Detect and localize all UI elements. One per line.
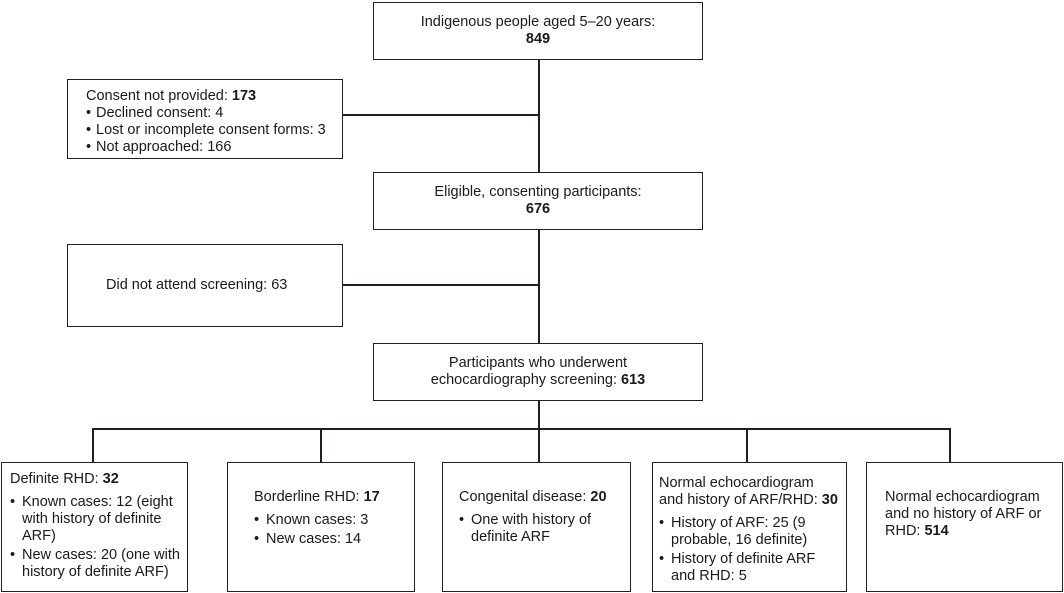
definite-rhd-list: Known cases: 12 (eight with history of d… (10, 494, 181, 581)
normal-echo-with-history-list: History of ARF: 25 (9 probable, 16 defin… (659, 515, 840, 585)
box-congenital-disease: Congenital disease: 20 One with history … (442, 462, 631, 592)
list-item: History of ARF: 25 (9 probable, 16 defin… (659, 515, 840, 549)
connector-branch-1 (92, 428, 94, 462)
congenital-disease-heading: Congenital disease: 20 (459, 489, 607, 505)
connector-branch-2 (320, 428, 322, 462)
connector-branch-3 (538, 428, 540, 462)
list-item: New cases: 20 (one with history of defin… (10, 547, 181, 581)
connector-branch (92, 428, 950, 430)
list-item: One with history of definite ARF (459, 512, 624, 546)
connector-branch-4 (746, 428, 748, 462)
box-consent-not-provided: Consent not provided: 173 Declined conse… (67, 79, 343, 159)
congenital-disease-list: One with history of definite ARF (459, 512, 624, 546)
box-borderline-rhd: Borderline RHD: 17 Known cases: 3 New ca… (227, 462, 415, 592)
box-total-population: Indigenous people aged 5–20 years: 849 (373, 2, 703, 60)
screened-label-2: echocardiography screening: 613 (430, 372, 646, 388)
total-population-label: Indigenous people aged 5–20 years: (420, 14, 656, 30)
connector-branch-5 (949, 428, 951, 462)
borderline-rhd-list: Known cases: 3 New cases: 14 (254, 512, 408, 548)
screened-label: Participants who underwent (448, 355, 628, 371)
list-item: Declined consent: 4 (86, 105, 332, 122)
connector-consent (342, 114, 539, 116)
list-item: Known cases: 12 (eight with history of d… (10, 494, 181, 545)
box-normal-echo-with-history: Normal echocardiogram and history of ARF… (652, 462, 847, 592)
list-item: Not approached: 166 (86, 139, 332, 156)
list-item: Lost or incomplete consent forms: 3 (86, 122, 332, 139)
normal-echo-no-history-heading: Normal echocardiogram and no history of … (885, 489, 1042, 539)
connector-main-2 (538, 230, 540, 343)
eligible-label: Eligible, consenting participants: (434, 184, 642, 200)
total-population-count: 849 (525, 31, 551, 47)
box-definite-rhd: Definite RHD: 32 Known cases: 12 (eight … (1, 462, 188, 592)
list-item: Known cases: 3 (254, 512, 408, 529)
connector-main-3 (538, 400, 540, 428)
definite-rhd-heading: Definite RHD: 32 (10, 471, 119, 487)
connector-main-1 (538, 60, 540, 172)
consent-not-provided-heading: Consent not provided: 173 (86, 88, 257, 104)
did-not-attend-label: Did not attend screening: 63 (106, 277, 288, 293)
borderline-rhd-heading: Borderline RHD: 17 (254, 489, 380, 505)
normal-echo-with-history-heading: Normal echocardiogram and history of ARF… (659, 475, 838, 508)
box-did-not-attend: Did not attend screening: 63 (67, 244, 343, 327)
list-item: New cases: 14 (254, 531, 408, 548)
box-eligible-participants: Eligible, consenting participants: 676 (373, 172, 703, 230)
consent-not-provided-list: Declined consent: 4 Lost or incomplete c… (86, 105, 332, 156)
box-normal-echo-no-history: Normal echocardiogram and no history of … (866, 462, 1063, 592)
eligible-count: 676 (525, 201, 551, 217)
list-item: History of definite ARF and RHD: 5 (659, 551, 840, 585)
box-screened-participants: Participants who underwent echocardiogra… (373, 343, 703, 401)
connector-attendance (342, 284, 539, 286)
